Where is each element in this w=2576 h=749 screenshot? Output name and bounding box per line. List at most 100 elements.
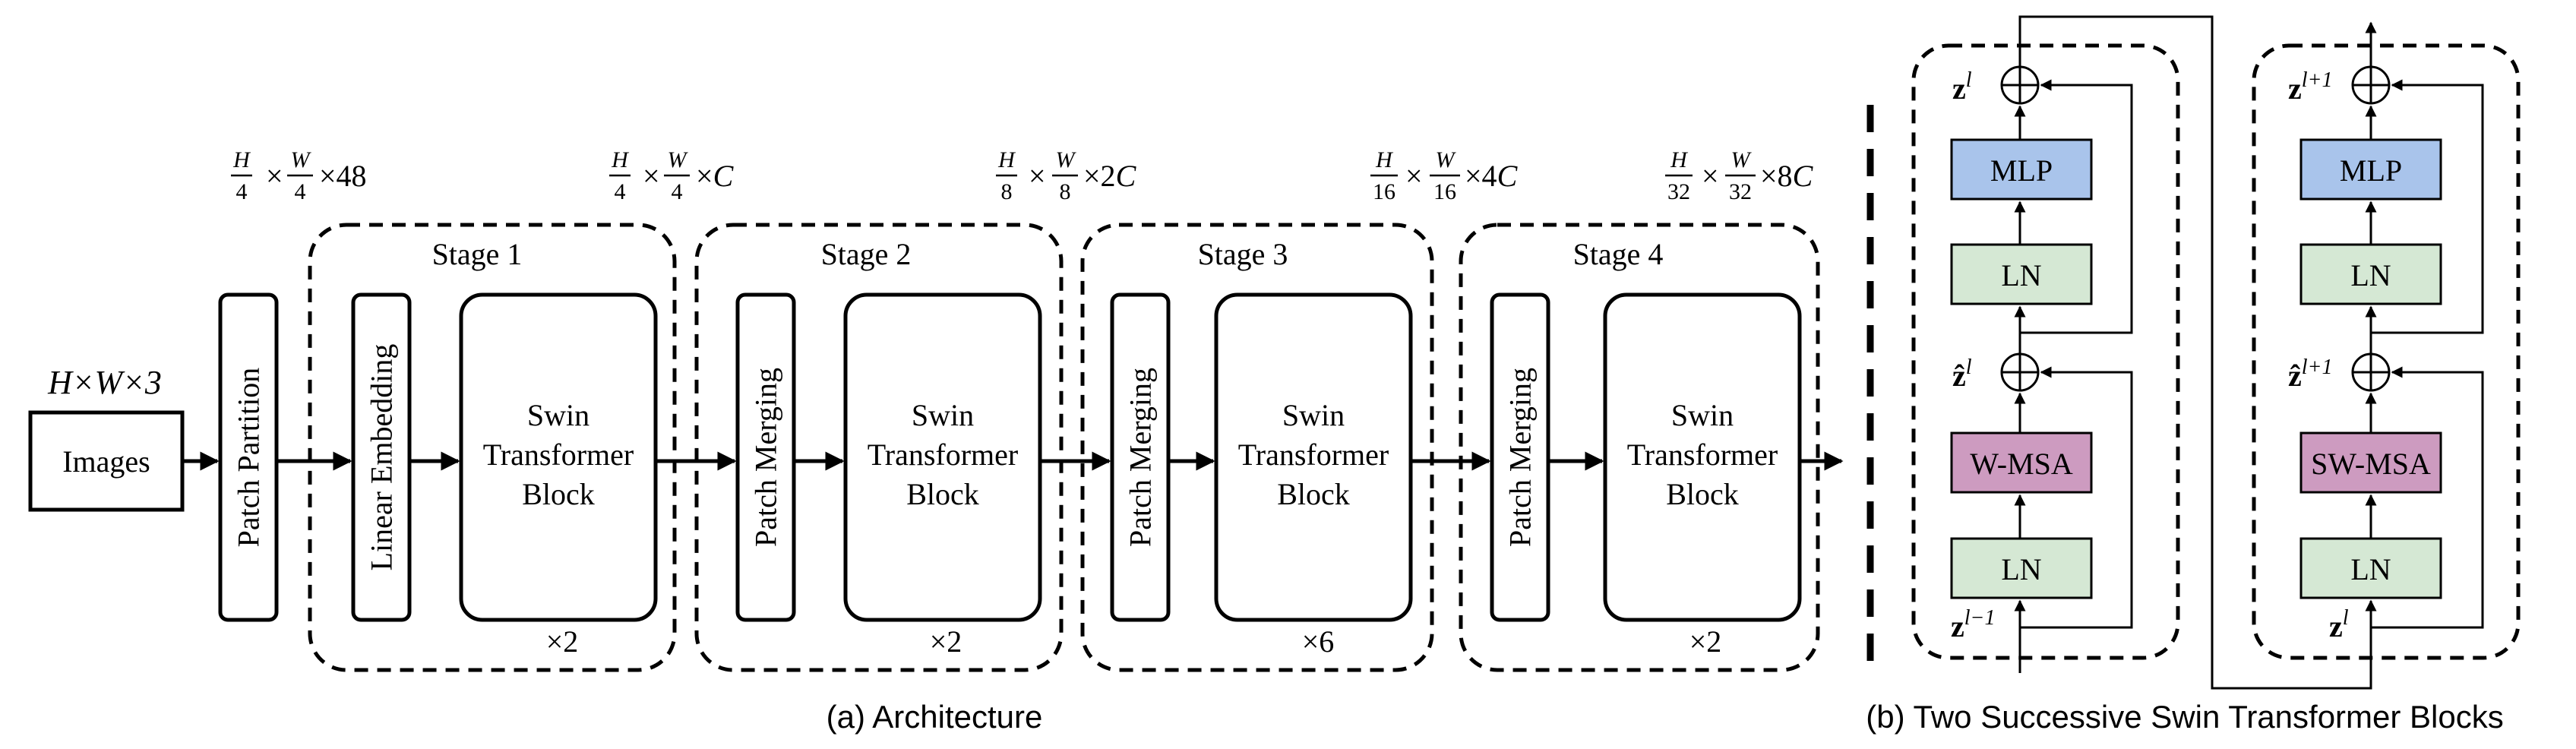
stage1-frame bbox=[308, 223, 677, 672]
patch-partition-box bbox=[218, 292, 279, 622]
left-mlp-box bbox=[1950, 138, 2093, 201]
connector-between-blocks bbox=[2018, 15, 2372, 690]
svg-text:W: W bbox=[1436, 147, 1457, 172]
left-var-mid: ẑl bbox=[1952, 356, 1972, 393]
swin-block-4-line1: Swin bbox=[1671, 398, 1734, 432]
svg-text:W: W bbox=[291, 147, 312, 172]
patch-merging-box-3 bbox=[1110, 292, 1171, 622]
swin-block-3-line3: Block bbox=[1277, 477, 1350, 511]
svg-text:4: 4 bbox=[672, 179, 683, 204]
patch-partition-label: Patch Partition bbox=[232, 368, 266, 548]
input-dims: H×W×3 bbox=[47, 364, 162, 401]
svg-text:×: × bbox=[1702, 159, 1719, 193]
stage2-repeat: ×2 bbox=[930, 624, 962, 659]
right-ln-top-box bbox=[2299, 243, 2442, 305]
left-ln-bottom-label: LN bbox=[2001, 552, 2041, 586]
svg-text:×8C: ×8C bbox=[1760, 159, 1814, 193]
svg-text:×4C: ×4C bbox=[1465, 159, 1519, 193]
swin-block-2-line1: Swin bbox=[912, 398, 974, 432]
patch-merging-box-2 bbox=[735, 292, 796, 622]
stage1-repeat: ×2 bbox=[546, 624, 579, 659]
right-ln-bottom-label: LN bbox=[2350, 552, 2391, 586]
linear-embedding-label: Linear Embedding bbox=[365, 344, 399, 571]
swin-block-2 bbox=[843, 292, 1042, 622]
left-ln-top-label: LN bbox=[2001, 258, 2041, 292]
dim-stage2: H 8 × W 8 ×2C bbox=[996, 147, 1137, 204]
svg-text:W: W bbox=[1731, 147, 1753, 172]
swin-block-3-line2: Transformer bbox=[1238, 438, 1389, 472]
swin-block-2-line3: Block bbox=[906, 477, 979, 511]
swin-block-4-line2: Transformer bbox=[1627, 438, 1778, 472]
right-mlp-label: MLP bbox=[2340, 153, 2402, 188]
right-block-frame bbox=[2252, 43, 2521, 660]
right-ln-top-label: LN bbox=[2350, 258, 2391, 292]
left-var-in: zl−1 bbox=[1951, 606, 1995, 643]
stage2-title: Stage 2 bbox=[821, 237, 912, 271]
patch-merging-label-4: Patch Merging bbox=[1503, 368, 1538, 547]
dim-after-partition: H 4 × W 4 ×48 bbox=[231, 147, 367, 204]
left-wmsa-box bbox=[1950, 431, 2093, 494]
svg-text:×: × bbox=[266, 159, 283, 193]
svg-text:×C: ×C bbox=[696, 159, 735, 193]
right-var-mid: ẑl+1 bbox=[2288, 356, 2332, 393]
swin-block-1-line1: Swin bbox=[527, 398, 589, 432]
right-swmsa-box bbox=[2299, 431, 2442, 494]
svg-text:H: H bbox=[997, 147, 1016, 172]
svg-text:×: × bbox=[1405, 159, 1423, 193]
swin-block-1-line3: Block bbox=[522, 477, 595, 511]
images-label: Images bbox=[62, 444, 150, 479]
swin-block-2-line2: Transformer bbox=[868, 438, 1019, 472]
svg-text:32: 32 bbox=[1667, 179, 1690, 204]
svg-text:×48: ×48 bbox=[319, 159, 367, 193]
right-var-in: zl bbox=[2329, 606, 2349, 643]
svg-text:32: 32 bbox=[1729, 179, 1752, 204]
swin-block-3 bbox=[1214, 292, 1413, 622]
stage4-repeat: ×2 bbox=[1689, 624, 1722, 659]
svg-text:H: H bbox=[232, 147, 251, 172]
patch-merging-box-4 bbox=[1490, 292, 1550, 622]
swin-block-3-line1: Swin bbox=[1282, 398, 1345, 432]
svg-text:H: H bbox=[611, 147, 630, 172]
stage3-title: Stage 3 bbox=[1198, 237, 1288, 271]
stage3-frame bbox=[1080, 223, 1434, 672]
dim-stage1: H 4 × W 4 ×C bbox=[609, 147, 735, 204]
left-mlp-label: MLP bbox=[1990, 153, 2053, 188]
swin-block-1 bbox=[459, 292, 658, 622]
stage2-frame bbox=[694, 223, 1064, 672]
swin-block-4 bbox=[1603, 292, 1802, 622]
svg-text:W: W bbox=[1056, 147, 1077, 172]
left-var-out: zl bbox=[1952, 68, 1972, 106]
patch-merging-label-3: Patch Merging bbox=[1124, 368, 1158, 547]
svg-text:W: W bbox=[668, 147, 689, 172]
left-ln-top-box bbox=[1950, 243, 2093, 305]
stage3-repeat: ×6 bbox=[1302, 624, 1335, 659]
right-var-out: zl+1 bbox=[2288, 68, 2332, 106]
stage4-title: Stage 4 bbox=[1573, 237, 1664, 271]
linear-embedding-box bbox=[351, 292, 412, 622]
caption-architecture: (a) Architecture bbox=[827, 699, 1043, 735]
svg-text:H: H bbox=[1670, 147, 1689, 172]
left-wmsa-label: W-MSA bbox=[1970, 447, 2073, 481]
right-swmsa-label: SW-MSA bbox=[2311, 447, 2431, 481]
stage1-title: Stage 1 bbox=[432, 237, 523, 271]
svg-text:4: 4 bbox=[615, 179, 626, 204]
dim-stage3: H 16 × W 16 ×4C bbox=[1370, 147, 1519, 204]
dim-stage4: H 32 × W 32 ×8C bbox=[1665, 147, 1814, 204]
images-box bbox=[28, 410, 185, 512]
svg-text:×: × bbox=[643, 159, 660, 193]
svg-text:H: H bbox=[1375, 147, 1394, 172]
svg-text:16: 16 bbox=[1373, 179, 1395, 204]
patch-merging-label-2: Patch Merging bbox=[749, 368, 783, 547]
svg-text:16: 16 bbox=[1433, 179, 1456, 204]
svg-text:×2C: ×2C bbox=[1083, 159, 1137, 193]
swin-block-1-line2: Transformer bbox=[483, 438, 634, 472]
svg-text:4: 4 bbox=[236, 179, 248, 204]
caption-swin-blocks: (b) Two Successive Swin Transformer Bloc… bbox=[1866, 699, 2504, 735]
svg-text:×: × bbox=[1029, 159, 1046, 193]
svg-text:8: 8 bbox=[1060, 179, 1071, 204]
svg-text:4: 4 bbox=[295, 179, 306, 204]
svg-text:8: 8 bbox=[1001, 179, 1013, 204]
left-ln-bottom-box bbox=[1950, 537, 2093, 599]
stage4-frame bbox=[1459, 223, 1820, 672]
